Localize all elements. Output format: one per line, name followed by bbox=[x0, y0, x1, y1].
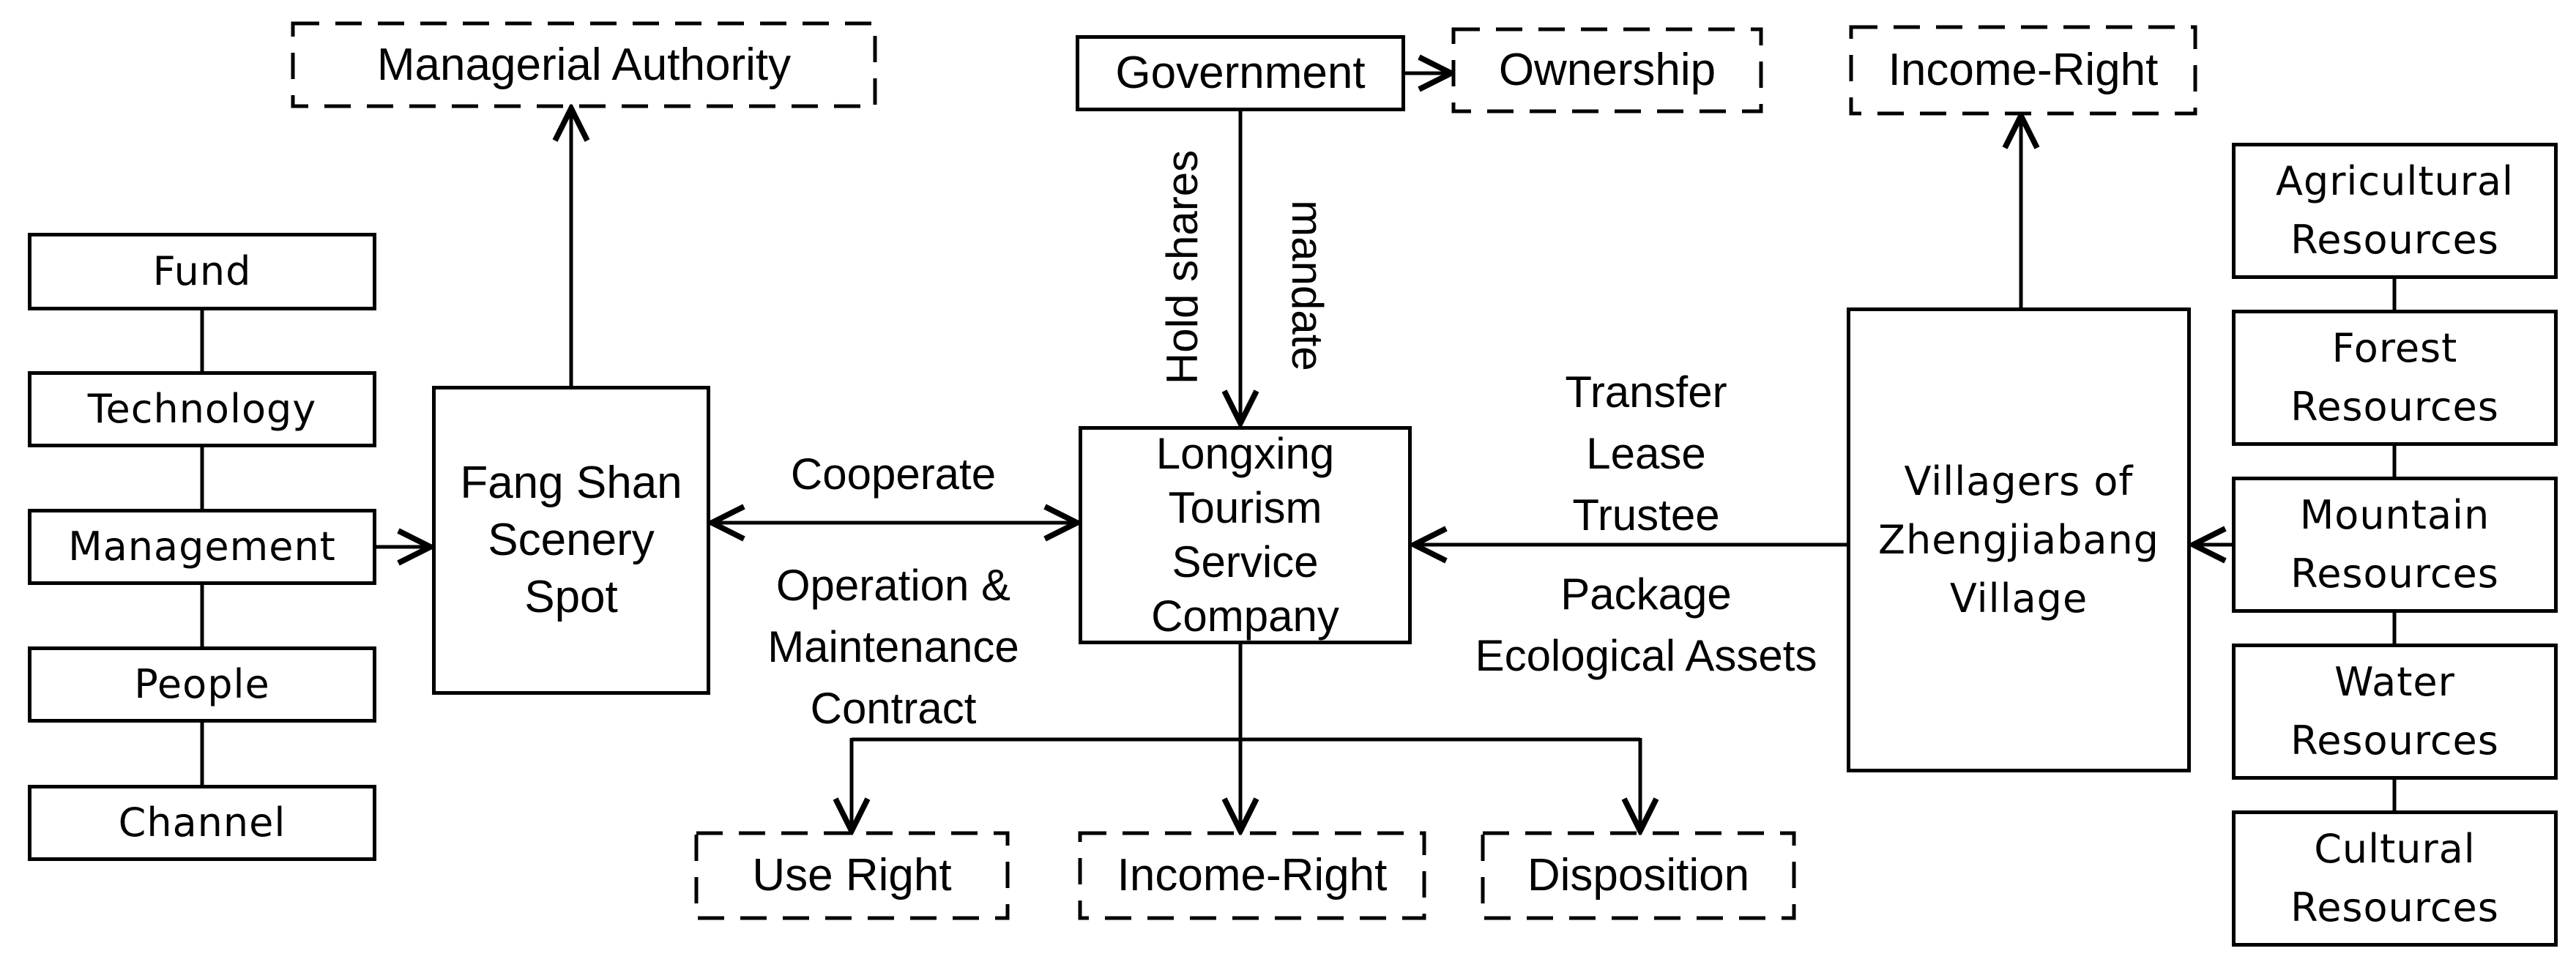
node-agricultural-resources: Agricultural Resources bbox=[2232, 143, 2558, 279]
node-ownership: Ownership bbox=[1498, 45, 1716, 95]
edge-label-hold-shares: Hold shares bbox=[1158, 149, 1207, 385]
node-technology: Technology bbox=[28, 371, 376, 447]
node-government: Government bbox=[1076, 35, 1405, 111]
box-outline-use-right bbox=[694, 831, 1010, 920]
node-channel: Channel bbox=[28, 785, 376, 861]
edge-label-cooperate: Cooperate bbox=[790, 450, 997, 499]
node-use-right: Use Right bbox=[752, 850, 952, 901]
node-water-resources: Water Resources bbox=[2232, 644, 2558, 780]
node-fund: Fund bbox=[28, 233, 376, 310]
edge-label-package-ecological-assets: Package Ecological Assets bbox=[1475, 570, 1817, 680]
box-outline-disposition bbox=[1481, 831, 1796, 920]
node-people: People bbox=[28, 646, 376, 723]
edge-label-operation-maintenance-contract: Operation & Maintenance Contract bbox=[767, 561, 1019, 733]
node-longxing-tourism-service-company: Longxing Tourism Service Company bbox=[1079, 426, 1412, 644]
node-forest-resources: Forest Resources bbox=[2232, 310, 2558, 446]
node-villagers-of-zhengjiabang-village: Villagers of Zhengjiabang Village bbox=[1847, 307, 2191, 772]
node-fang-shan-scenery-spot: Fang Shan Scenery Spot bbox=[432, 386, 710, 695]
node-income-right-bottom: Income-Right bbox=[1117, 850, 1388, 901]
edge-label-mandate: mandate bbox=[1283, 200, 1332, 371]
edge-label-transfer-lease-trustee: Transfer Lease Trustee bbox=[1565, 368, 1727, 540]
node-income-right-top: Income-Right bbox=[1888, 45, 2159, 95]
node-cultural-resources: Cultural Resources bbox=[2232, 810, 2558, 947]
node-disposition: Disposition bbox=[1527, 850, 1750, 901]
node-managerial-authority: Managerial Authority bbox=[376, 39, 792, 90]
node-mountain-resources: Mountain Resources bbox=[2232, 477, 2558, 613]
node-management: Management bbox=[28, 509, 376, 585]
